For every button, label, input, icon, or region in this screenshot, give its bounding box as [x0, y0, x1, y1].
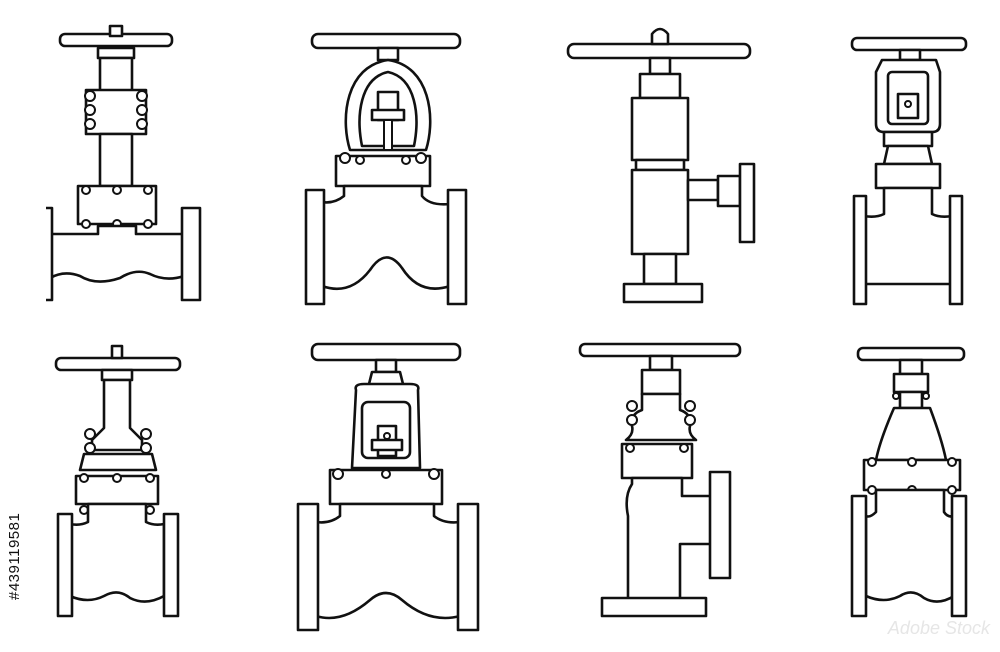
wedge-gate-valve-icon [850, 346, 968, 618]
angle-globe-valve-icon [578, 342, 742, 618]
slim-gate-valve-icon [850, 36, 968, 306]
stock-watermark: Adobe Stock [887, 618, 990, 638]
angle-needle-valve-icon [566, 27, 756, 304]
gate-valve-bolted-bonnet-icon [54, 344, 182, 618]
globe-valve-flanged-icon [304, 32, 468, 306]
stock-id-label: #439119581 [6, 512, 23, 600]
stock-id-strip: #439119581 [0, 0, 46, 647]
gate-valve-flanged-icon [32, 24, 202, 302]
globe-valve-yoke-icon [296, 342, 480, 632]
